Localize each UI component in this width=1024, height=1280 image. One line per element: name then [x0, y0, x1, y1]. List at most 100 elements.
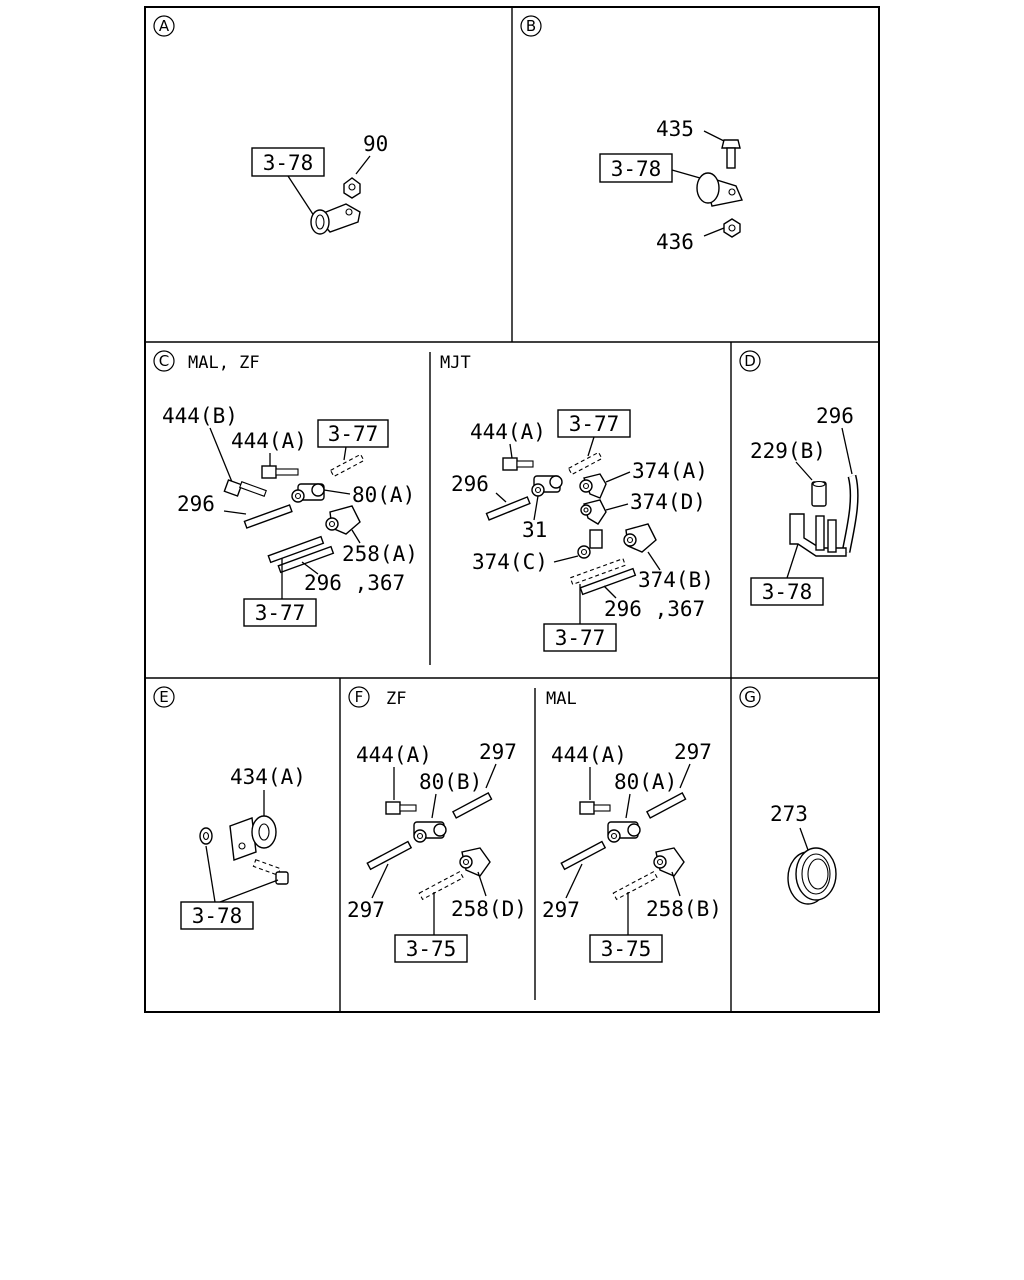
panel-a: A 3-78 90	[153, 15, 388, 235]
reference-label: 3-78	[611, 157, 662, 181]
reference-label: 3-77	[328, 422, 379, 446]
leader-line	[647, 551, 661, 571]
leader-line	[509, 443, 513, 459]
leader-line	[795, 461, 813, 481]
part-number: 297	[479, 740, 517, 764]
leader-line	[431, 793, 437, 819]
reference-box	[750, 577, 824, 606]
hose-part	[485, 496, 531, 521]
leader-line	[841, 427, 853, 475]
part-number: 296	[177, 492, 215, 516]
leader-line	[533, 495, 539, 521]
leader-line	[703, 130, 727, 143]
panel-title: MAL	[546, 689, 577, 709]
part-number: 31	[522, 518, 547, 542]
leader-line	[679, 763, 691, 789]
panel-title: MJT	[440, 353, 471, 373]
spacer-part	[811, 480, 827, 507]
connector-part	[579, 473, 607, 499]
hose-part	[841, 474, 859, 553]
elbow-fitting-part	[325, 505, 361, 535]
reference-label: 3-77	[569, 412, 620, 436]
part-number: 258(A)	[342, 542, 418, 566]
connector-part	[580, 499, 607, 525]
panel-id: B	[526, 17, 536, 35]
panel-id: A	[159, 17, 170, 35]
reference-box	[599, 153, 673, 183]
part-number: 229(B)	[750, 439, 826, 463]
part-number: 297	[674, 740, 712, 764]
leader-line	[343, 446, 347, 461]
nut-part	[343, 177, 361, 199]
part-number: 444(A)	[551, 743, 627, 767]
panel-id-badge	[153, 350, 175, 372]
hose-part	[451, 792, 493, 819]
hose-part	[560, 840, 607, 871]
part-number: 436	[656, 230, 694, 254]
leader-line	[219, 879, 279, 903]
hose-part	[418, 870, 464, 901]
panel-id: C	[159, 352, 169, 370]
leader-line	[553, 555, 579, 563]
part-number: 296	[451, 472, 489, 496]
leader-line	[355, 155, 371, 175]
leader-line	[786, 543, 799, 579]
bolt-part	[385, 801, 417, 815]
leader-line	[671, 169, 701, 179]
hose-part	[569, 557, 627, 586]
panel-c: C MAL, ZF 444(B) 444(A) 3-77 80(A) 296	[153, 350, 418, 627]
washer-part	[199, 827, 213, 845]
leader-line	[605, 471, 631, 483]
part-number: 80(A)	[614, 770, 677, 794]
reference-label: 3-75	[406, 937, 457, 961]
bracket-clamp-part	[229, 815, 277, 861]
panel-id: F	[355, 688, 364, 706]
hose-part	[277, 545, 335, 574]
leader-line	[301, 561, 319, 575]
tee-fitting-part	[413, 821, 447, 843]
part-number: 296 ,367	[304, 571, 405, 595]
bolt-part	[502, 457, 534, 471]
reference-box	[180, 901, 254, 930]
reference-label: 3-75	[601, 937, 652, 961]
reference-label: 3-77	[255, 601, 306, 625]
panel-c-mjt: MJT 444(A) 3-77 374(A) 296	[440, 353, 714, 652]
leader-line	[587, 436, 595, 457]
hose-part	[243, 504, 293, 529]
part-number: 297	[347, 898, 385, 922]
part-number: 444(A)	[470, 420, 546, 444]
reference-label: 3-77	[555, 626, 606, 650]
part-number: 444(A)	[356, 743, 432, 767]
elbow-fitting-part	[459, 847, 491, 877]
hose-part	[267, 535, 325, 564]
elbow-fitting-part	[653, 847, 685, 877]
leader-line	[323, 489, 351, 495]
clamp-part	[310, 203, 361, 235]
part-number: 258(D)	[451, 897, 527, 921]
panel-id: D	[744, 352, 756, 370]
part-number: 258(B)	[646, 897, 722, 921]
leader-line	[485, 763, 497, 789]
panel-id-badge	[153, 15, 175, 37]
part-number: 80(A)	[352, 483, 415, 507]
bolt-part	[721, 139, 741, 169]
elbow-fitting-part	[623, 523, 657, 553]
panel-id-badge	[739, 686, 761, 708]
panel-id-badge	[520, 15, 542, 37]
panel-b: B 435 3-78 436	[520, 15, 743, 254]
panel-id: G	[744, 688, 756, 706]
part-number: 296 ,367	[604, 597, 705, 621]
leader-line	[625, 793, 631, 819]
tee-fitting-part	[607, 821, 641, 843]
bolt-part	[252, 859, 289, 885]
reference-box	[589, 934, 663, 963]
part-number: 296	[816, 404, 854, 428]
part-number: 434(A)	[230, 765, 306, 789]
part-number: 90	[363, 132, 388, 156]
leader-line	[605, 503, 629, 511]
leader-line	[495, 492, 507, 503]
hose-part	[329, 453, 365, 478]
leader-line	[477, 871, 487, 897]
leader-line	[703, 227, 725, 237]
